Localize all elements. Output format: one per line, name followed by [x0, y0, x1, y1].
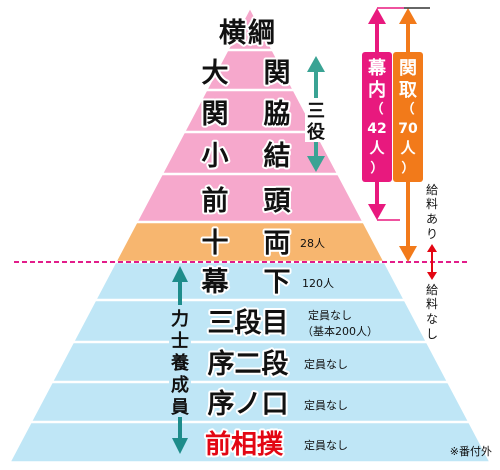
sanyaku-label-char-1: 役 [307, 121, 325, 143]
count-sandanme-line2: （基本200人） [302, 324, 378, 338]
rank-juryo: 十 両 [202, 228, 295, 259]
salary-no-char-2: な [426, 312, 438, 326]
count-jonokuchi: 定員なし [304, 398, 348, 412]
salary-no-char-0: 給 [426, 283, 438, 297]
sekitori-label-char-4: 人 [400, 139, 416, 157]
rank-maegashira: 前 頭 [202, 185, 295, 217]
sanyaku-label-char-0: 三 [307, 101, 325, 122]
makuuchi-arrow [362, 7, 404, 221]
sekitori-label-char-3: 70 [398, 121, 418, 137]
makuuchi-label-char-5: ） [370, 160, 383, 176]
salary-no-char-1: 料 [426, 297, 438, 311]
count-jonidan: 定員なし [304, 357, 348, 371]
count-juryo: 28人 [300, 237, 325, 250]
rank-maezumo: 前相撲 [205, 429, 284, 460]
makuuchi-label-char-1: 内 [368, 79, 386, 101]
rank-makushita: 幕 下 [201, 267, 295, 298]
sekitori-label-char-5: ） [401, 160, 414, 176]
makuuchi-label-char-2: （ [370, 101, 383, 117]
salary-yes-char-3: り [426, 227, 438, 241]
salary-yes-char-0: 給 [426, 183, 438, 197]
salary-yes-char-2: あ [426, 212, 438, 226]
sekitori-label-char-1: 取 [399, 80, 418, 101]
count-sandanme-line1: 定員なし [308, 308, 352, 322]
rikishi-yosei-char-1: 士 [171, 331, 189, 352]
count-maezumo: 定員なし [304, 438, 348, 452]
rank-sandanme: 三段目 [208, 308, 289, 339]
rank-yokozuna: 横綱 [219, 17, 277, 49]
rikishi-yosei-arrow [169, 266, 191, 454]
sekitori-label-char-2: （ [401, 101, 414, 117]
count-makushita: 120人 [302, 277, 334, 290]
rank-ozeki: 大 関 [202, 58, 295, 89]
sekitori-label-char-0: 関 [399, 58, 417, 79]
makuuchi-label-char-4: 人 [369, 139, 385, 157]
rank-jonidan: 序二段 [208, 348, 289, 380]
rank-komusubi: 小 結 [202, 140, 295, 172]
sanyaku-arrow [305, 56, 327, 172]
pyramid-outline [8, 6, 492, 463]
salary-yes-char-1: 料 [426, 197, 438, 211]
rikishi-yosei-char-0: 力 [171, 309, 189, 330]
rikishi-yosei-char-3: 成 [171, 374, 189, 396]
sekitori-arrow [393, 8, 423, 262]
rank-sekiwake: 関 脇 [202, 98, 295, 130]
rank-jonokuchi: 序ノ口 [208, 388, 289, 420]
footnote: ※番付外 [450, 445, 492, 458]
makuuchi-label-char-3: 42 [367, 121, 386, 137]
rikishi-yosei-char-2: 養 [170, 352, 189, 374]
salary-no-char-3: し [426, 327, 438, 341]
rikishi-yosei-char-4: 員 [170, 397, 189, 418]
makuuchi-label-char-0: 幕 [367, 58, 387, 79]
salary-boundary-arrow [427, 244, 437, 280]
